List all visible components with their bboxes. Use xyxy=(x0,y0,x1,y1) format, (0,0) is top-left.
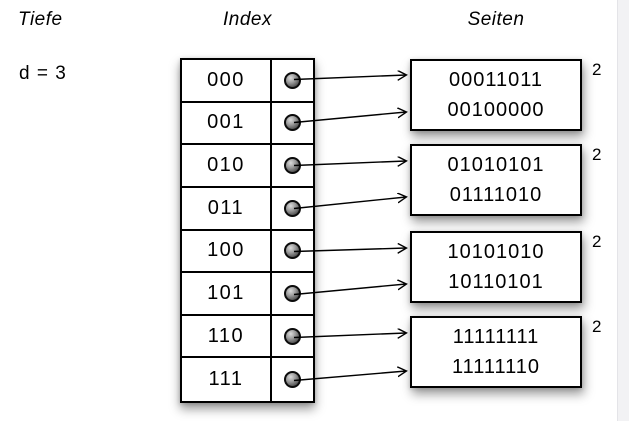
local-depth-page-2: 2 xyxy=(592,232,602,251)
pointer-cell xyxy=(272,145,313,186)
page-entry: 00100000 xyxy=(447,99,545,121)
index-key: 011 xyxy=(182,187,272,229)
page-entry: 01010101 xyxy=(447,154,545,176)
page-entry: 11111111 xyxy=(452,326,540,348)
pointer-cell xyxy=(272,231,313,272)
index-row-001: 001 xyxy=(182,102,313,146)
index-table: 000 001 010 011 100 101 110 111 xyxy=(180,58,315,403)
page-box-0: 00011011 00100000 xyxy=(410,59,582,131)
pointer-dot-icon xyxy=(284,157,301,175)
local-depth-page-1: 2 xyxy=(592,145,602,164)
pointer-cell xyxy=(272,358,313,401)
pointer-dot-icon xyxy=(284,71,301,89)
index-row-111: 111 xyxy=(182,358,313,401)
pointer-dot-icon xyxy=(284,371,301,389)
page-entry: 10101010 xyxy=(447,241,545,263)
pointer-dot-icon xyxy=(284,199,301,217)
index-row-110: 110 xyxy=(182,315,313,359)
page-box-3: 11111111 11111110 xyxy=(410,316,582,388)
index-key: 111 xyxy=(182,358,272,401)
pointer-dot-icon xyxy=(284,242,301,260)
global-depth-value: d = 3 xyxy=(19,63,67,84)
index-key: 000 xyxy=(182,60,272,101)
index-row-011: 011 xyxy=(182,187,313,231)
pages-column-header: Seiten xyxy=(467,9,525,30)
pointer-cell xyxy=(272,273,313,314)
page-entry: 11111110 xyxy=(451,356,541,378)
page-entry: 00011011 xyxy=(448,69,543,91)
pointer-cell xyxy=(272,103,313,144)
index-key: 101 xyxy=(182,273,272,314)
index-row-010: 010 xyxy=(182,145,313,188)
pointer-cell xyxy=(272,60,313,101)
index-row-101: 101 xyxy=(182,273,313,316)
local-depth-page-3: 2 xyxy=(592,317,602,336)
index-key: 001 xyxy=(182,102,272,144)
index-key: 100 xyxy=(182,230,272,272)
local-depth-page-0: 2 xyxy=(592,60,602,79)
pointer-cell xyxy=(272,188,313,229)
pointer-dot-icon xyxy=(284,284,301,302)
pointer-dot-icon xyxy=(284,114,301,132)
depth-column-header: Tiefe xyxy=(18,9,63,30)
index-row-100: 100 xyxy=(182,230,313,274)
index-key: 010 xyxy=(182,145,272,186)
page-entry: 10110101 xyxy=(448,271,544,293)
page-box-2: 10101010 10110101 xyxy=(410,231,582,303)
index-key: 110 xyxy=(182,315,272,357)
page-box-1: 01010101 01111010 xyxy=(410,144,582,216)
index-column-header: Index xyxy=(223,9,272,30)
index-row-000: 000 xyxy=(182,60,313,103)
pointer-cell xyxy=(272,316,313,357)
page-entry: 01111010 xyxy=(449,184,543,206)
pointer-dot-icon xyxy=(284,327,301,345)
page-edge-strip xyxy=(617,0,629,421)
